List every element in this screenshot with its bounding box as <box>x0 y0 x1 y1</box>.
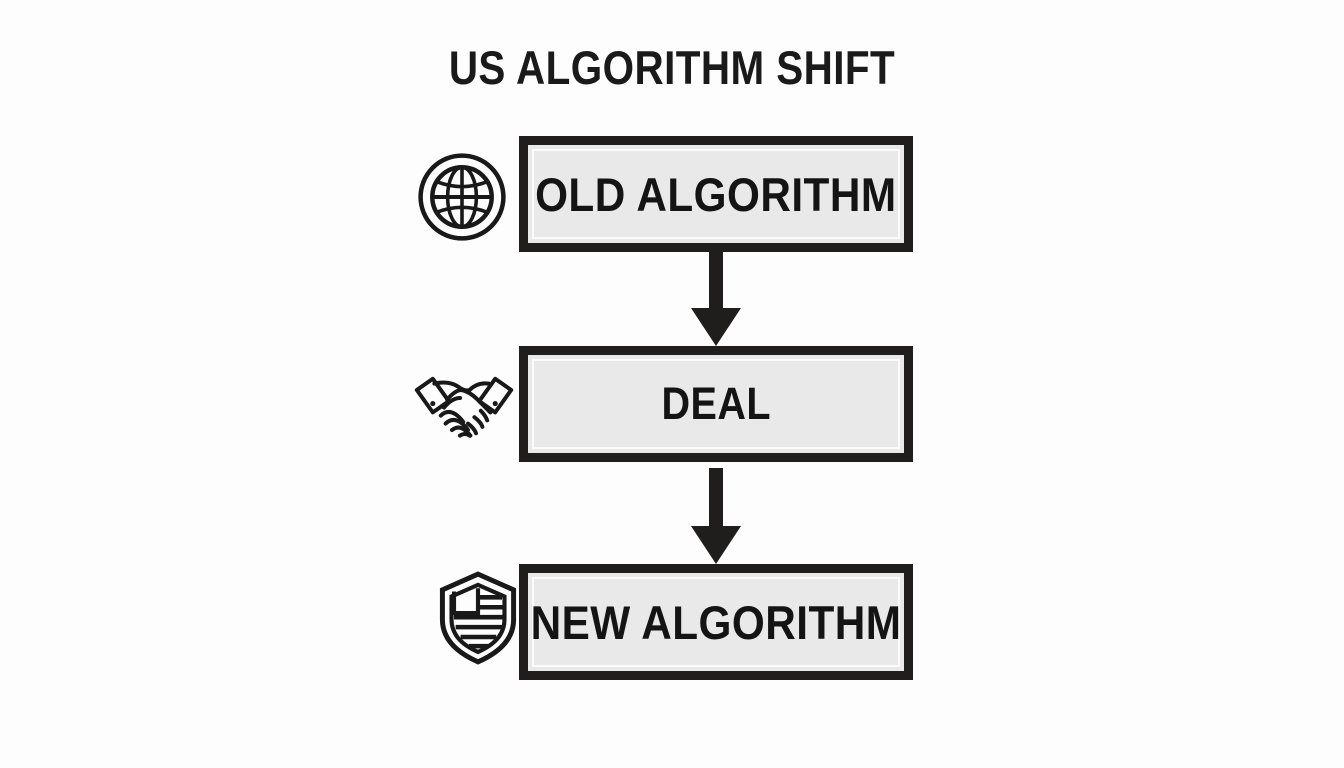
flow-node-new-algorithm[interactable]: NEW ALGORITHM <box>519 564 913 680</box>
shield-flag-icon <box>439 571 517 665</box>
flow-node-inner: NEW ALGORITHM <box>530 577 902 667</box>
flow-arrow-old-to-deal <box>0 250 1344 350</box>
page-title: US ALGORITHM SHIFT <box>448 41 896 94</box>
arrow-shaft <box>709 468 723 530</box>
globe-icon <box>418 153 506 241</box>
arrow-head <box>691 308 741 346</box>
flow-node-old-algorithm[interactable]: OLD ALGORITHM <box>519 136 913 252</box>
flow-node-inner: DEAL <box>532 359 900 449</box>
handshake-icon <box>414 376 514 438</box>
flow-node-inner: OLD ALGORITHM <box>532 149 900 239</box>
arrow-shaft <box>709 250 723 312</box>
flow-node-label: NEW ALGORITHM <box>530 595 902 649</box>
arrow-head <box>691 526 741 564</box>
flow-node-label: DEAL <box>661 378 771 429</box>
flow-node-deal[interactable]: DEAL <box>519 346 913 462</box>
flow-node-label: OLD ALGORITHM <box>535 167 897 221</box>
flow-arrow-deal-to-new <box>0 468 1344 568</box>
